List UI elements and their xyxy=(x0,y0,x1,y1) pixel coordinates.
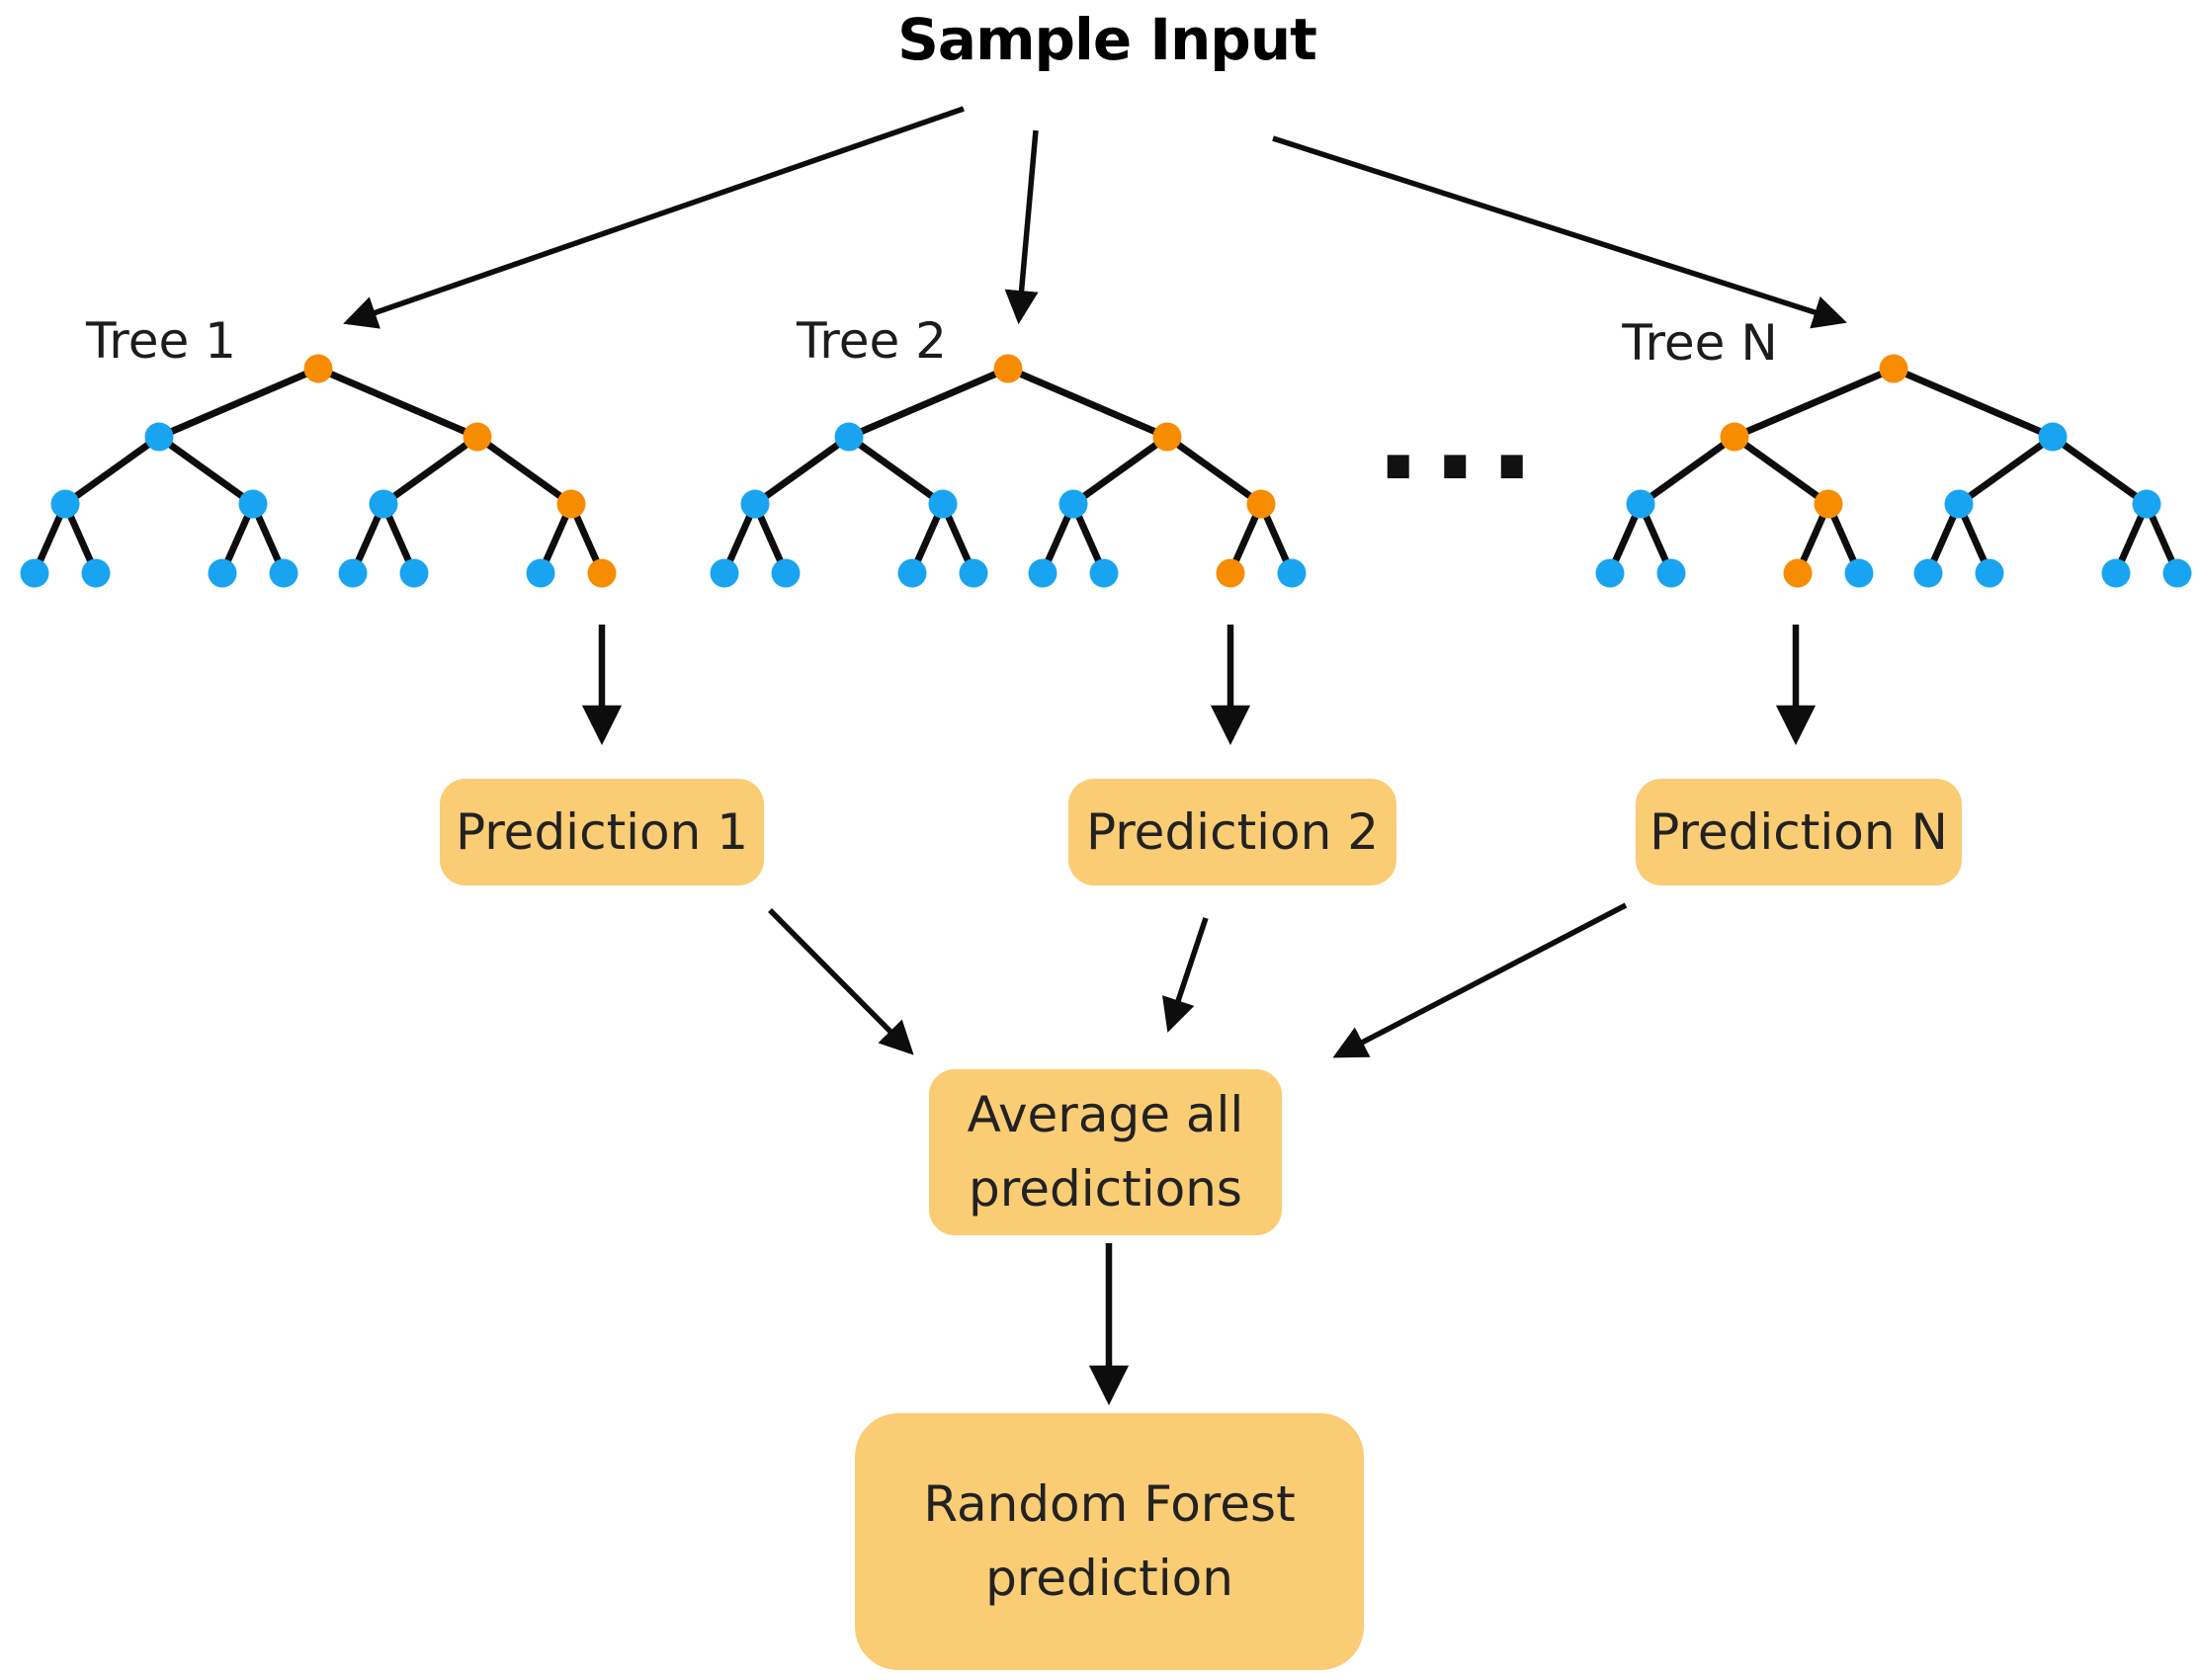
tree-node-blue xyxy=(144,422,174,452)
tree-node-orange xyxy=(1720,422,1749,452)
tree-node-blue xyxy=(1277,558,1307,588)
tree-edge xyxy=(2049,433,2151,508)
tree-edge xyxy=(1004,365,1171,441)
tree-node-blue xyxy=(20,558,49,588)
tree-edge xyxy=(380,433,481,508)
tree-node-orange xyxy=(1216,558,1245,588)
tree-node-blue xyxy=(710,558,739,588)
prediction-n-box: Prediction N xyxy=(1636,779,1962,885)
tree-node-orange xyxy=(1783,558,1813,588)
tree-node-orange xyxy=(1879,354,1908,383)
tree-node-blue xyxy=(2101,558,2131,588)
tree-node-orange xyxy=(993,354,1023,383)
tree-edge xyxy=(61,433,163,508)
tree-node-blue xyxy=(238,489,268,519)
tree-edge xyxy=(155,365,322,441)
tree-node-orange xyxy=(463,422,492,452)
prediction-1-box: Prediction 1 xyxy=(440,779,764,885)
tree-node-blue xyxy=(338,558,368,588)
page-title: Sample Input xyxy=(897,6,1317,73)
tree-node-blue xyxy=(834,422,864,452)
tree-node-blue xyxy=(1844,558,1874,588)
tree-edge xyxy=(1637,433,1738,508)
tree-edge xyxy=(155,433,257,508)
tree-node-blue xyxy=(369,489,398,519)
tree-node-blue xyxy=(2162,558,2192,588)
tree-node-blue xyxy=(208,558,237,588)
tree-node-blue xyxy=(399,558,429,588)
tree-2-label: Tree 2 xyxy=(797,312,947,370)
tree-node-orange xyxy=(1814,489,1843,519)
flow-arrow xyxy=(1332,902,1628,1058)
tree-edge xyxy=(845,433,947,508)
tree-node-orange xyxy=(1152,422,1182,452)
tree-n-label: Tree N xyxy=(1622,314,1778,372)
tree-node-blue xyxy=(740,489,770,519)
prediction-2-box: Prediction 2 xyxy=(1068,779,1396,885)
tree-node-blue xyxy=(2038,422,2068,452)
flow-arrow xyxy=(343,106,965,329)
tree-node-orange xyxy=(587,558,617,588)
arrows xyxy=(343,106,1847,1406)
flow-arrow xyxy=(1161,917,1209,1033)
tree-edge xyxy=(1731,433,1832,508)
flow-arrow xyxy=(768,908,914,1055)
tree-edge xyxy=(314,365,481,441)
ellipsis-dots: ... xyxy=(1375,365,1546,508)
tree-edge xyxy=(845,365,1012,441)
tree-2 xyxy=(710,354,1307,588)
tree-1-label: Tree 1 xyxy=(86,312,236,370)
tree-node-orange xyxy=(556,489,586,519)
tree-node-blue xyxy=(1028,558,1057,588)
tree-node-blue xyxy=(1626,489,1655,519)
tree-edge xyxy=(1890,365,2057,441)
tree-node-orange xyxy=(1246,489,1276,519)
tree-node-blue xyxy=(771,558,801,588)
tree-node-blue xyxy=(50,489,80,519)
tree-node-blue xyxy=(897,558,927,588)
tree-node-blue xyxy=(1944,489,1974,519)
tree-edge xyxy=(1163,433,1265,508)
tree-edge xyxy=(1731,365,1898,441)
tree-3 xyxy=(1595,354,2192,588)
random-forest-prediction-box: Random Forest prediction xyxy=(855,1413,1364,1670)
tree-node-blue xyxy=(928,489,958,519)
tree-edge xyxy=(1069,433,1171,508)
tree-node-blue xyxy=(959,558,988,588)
tree-node-blue xyxy=(1656,558,1686,588)
tree-node-blue xyxy=(1058,489,1088,519)
tree-node-blue xyxy=(1975,558,2004,588)
tree-edge xyxy=(751,433,853,508)
tree-node-blue xyxy=(269,558,298,588)
flow-arrow xyxy=(1272,135,1847,329)
average-predictions-box: Average all predictions xyxy=(929,1069,1282,1235)
tree-node-orange xyxy=(303,354,333,383)
tree-node-blue xyxy=(1913,558,1943,588)
tree-node-blue xyxy=(2132,489,2161,519)
tree-node-blue xyxy=(1595,558,1625,588)
tree-node-blue xyxy=(526,558,555,588)
flow-arrow xyxy=(1004,129,1039,325)
tree-node-blue xyxy=(1089,558,1119,588)
tree-edge xyxy=(473,433,575,508)
tree-1 xyxy=(20,354,617,588)
tree-node-blue xyxy=(81,558,111,588)
tree-edge xyxy=(1955,433,2057,508)
